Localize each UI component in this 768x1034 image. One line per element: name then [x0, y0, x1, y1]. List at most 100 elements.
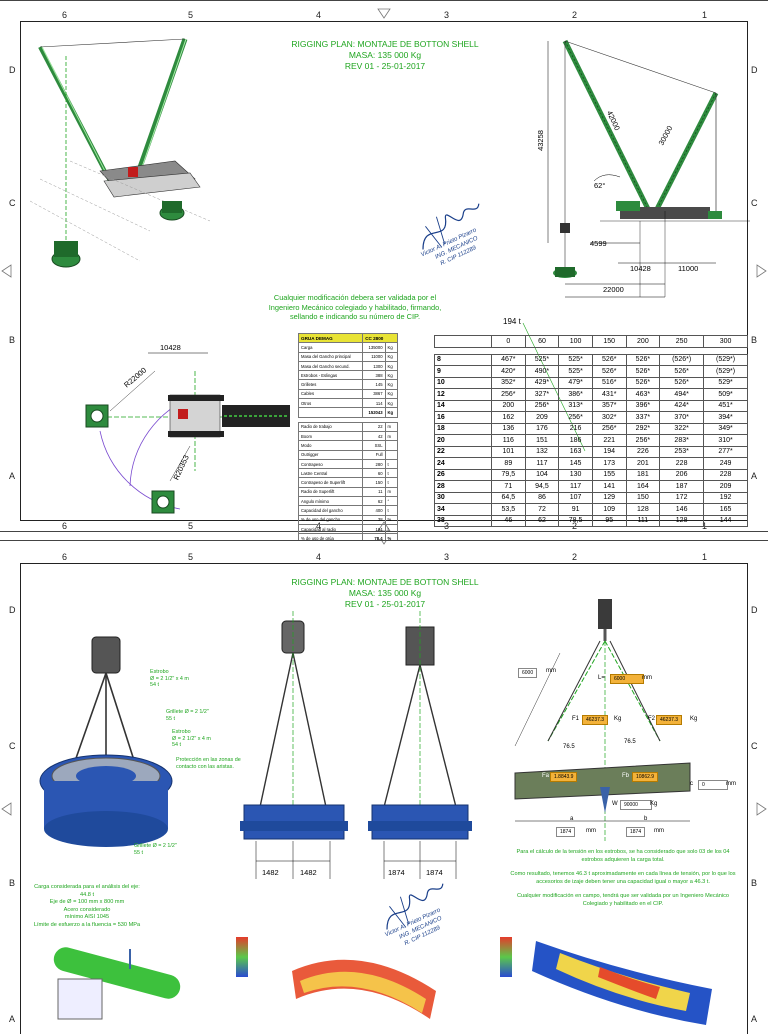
- table-cell: 463*: [625, 388, 661, 401]
- table-cell: (529*): [703, 365, 748, 378]
- label-line: Estrobo: [172, 729, 191, 735]
- table-cell: 116: [491, 434, 526, 447]
- table-cell: 60: [524, 335, 560, 348]
- table-cell: SSL: [362, 440, 386, 451]
- table-cell: Grilletes: [297, 379, 364, 390]
- capacity-label: 194 t: [503, 317, 521, 326]
- dim-d4: 22000: [603, 285, 624, 294]
- table-cell: 95: [591, 514, 627, 527]
- calc-note: Para el cálculo de la tensión en los est…: [516, 849, 730, 863]
- l-label: L=: [598, 675, 605, 681]
- b-unit: mm: [654, 828, 664, 834]
- fb-value: 10862.9: [632, 772, 659, 782]
- sheet2-title: RIGGING PLAN: MONTAJE DE BOTTON SHELL MA…: [260, 577, 510, 610]
- table-cell: 352*: [491, 376, 526, 389]
- table-cell: 26: [434, 468, 492, 481]
- table-cell: CC 2800: [362, 332, 398, 344]
- table-cell: 10: [434, 376, 492, 389]
- table-cell: 60: [362, 468, 386, 479]
- table-cell: 111: [625, 514, 661, 527]
- l-unit: mm: [642, 675, 652, 681]
- table-cell: 104: [524, 468, 560, 481]
- a-unit: mm: [586, 828, 596, 834]
- table-cell: 209: [703, 480, 748, 493]
- table-cell: 46: [491, 514, 526, 527]
- table-cell: 451*: [703, 399, 748, 412]
- table-cell: Full: [362, 449, 386, 460]
- table-cell: Masa del Gancho secund.: [297, 360, 364, 372]
- table-cell: 181: [625, 468, 661, 481]
- b-value: 1874: [626, 827, 646, 837]
- table-cell: Contrapeso de Superlift: [297, 477, 364, 488]
- grillete-label: Grillete Ø = 2 1/2" 55 t: [134, 843, 177, 856]
- table-cell: [384, 449, 399, 460]
- table-cell: 14: [434, 399, 492, 412]
- table-cell: 91: [558, 503, 593, 516]
- col-number: 3: [444, 552, 450, 562]
- table-cell: 431*: [591, 388, 627, 401]
- table-cell: 163: [558, 445, 593, 458]
- table-cell: 107: [558, 491, 593, 504]
- label-line: Ø = 2 1/2" x 4 m: [150, 675, 189, 682]
- row-letter: A: [751, 1014, 758, 1024]
- f1-unit: Kg: [614, 716, 622, 722]
- table-cell: 94,5: [524, 480, 560, 493]
- table-cell: t: [384, 458, 399, 470]
- table-cell: 30: [434, 491, 492, 504]
- sheet1-title: RIGGING PLAN: MONTAJE DE BOTTON SHELL MA…: [260, 39, 510, 72]
- calc-note: Como resultado, tenemos 46.3 t aproximad…: [510, 871, 736, 885]
- c-unit: mm: [726, 781, 736, 787]
- table-cell: 526*: [625, 365, 661, 378]
- table-cell: 394*: [703, 411, 748, 424]
- table-cell: 194: [362, 523, 386, 535]
- col-number: 2: [572, 10, 578, 20]
- label-line: Estrobo: [150, 669, 169, 675]
- row-letter: D: [9, 605, 16, 615]
- row-letter: D: [751, 65, 758, 75]
- table-cell: 20: [434, 434, 492, 447]
- table-cell: Carga: [297, 342, 364, 353]
- w-unit: Kg: [650, 801, 658, 807]
- table-cell: 283*: [659, 434, 705, 447]
- table-cell: Modo: [297, 440, 364, 451]
- table-cell: 24: [434, 457, 492, 470]
- table-cell: 155: [591, 468, 627, 481]
- table-cell: 256*: [625, 434, 661, 447]
- table-cell: 206: [659, 468, 705, 481]
- table-cell: 1300: [362, 360, 386, 372]
- axis-note-line: Carga considerada para el análisis del e…: [34, 884, 140, 890]
- dim-d1: 4599: [590, 239, 607, 248]
- table-cell: 150: [591, 335, 627, 348]
- table-cell: 8: [434, 353, 492, 366]
- a-value: 1874: [556, 827, 576, 837]
- title-line: REV 01 - 25-01-2017: [344, 599, 426, 609]
- row-letter: B: [751, 335, 758, 345]
- table-cell: [384, 440, 399, 451]
- title-line: RIGGING PLAN: MONTAJE DE BOTTON SHELL: [291, 577, 479, 587]
- table-cell: 216: [558, 422, 593, 435]
- table-cell: 172: [659, 491, 705, 504]
- table-cell: 100: [558, 335, 593, 348]
- table-cell: 253*: [659, 445, 705, 458]
- table-cell: 228: [659, 457, 705, 470]
- table-header-row: GRUA DEMAG CC 2800: [297, 332, 398, 344]
- w-value: 90000: [620, 800, 652, 810]
- table-cell: 72: [524, 503, 560, 516]
- table-cell: 130: [558, 468, 593, 481]
- table-cell: 525*: [558, 353, 593, 366]
- table-cell: 370*: [659, 411, 705, 424]
- table-cell: 128: [625, 503, 661, 516]
- table-cell: 79,5: [491, 468, 526, 481]
- table-cell: 526*: [591, 365, 627, 378]
- estrobo-label: Estrobo Ø = 2 1/2" x 4 m 54 t: [150, 669, 189, 689]
- table-cell: 71: [491, 480, 526, 493]
- grillete-label: Grillete Ø = 2 1/2" 55 t: [166, 709, 209, 722]
- table-cell: 516*: [591, 376, 627, 389]
- table-cell: %: [384, 514, 399, 525]
- f2-unit: Kg: [690, 716, 698, 722]
